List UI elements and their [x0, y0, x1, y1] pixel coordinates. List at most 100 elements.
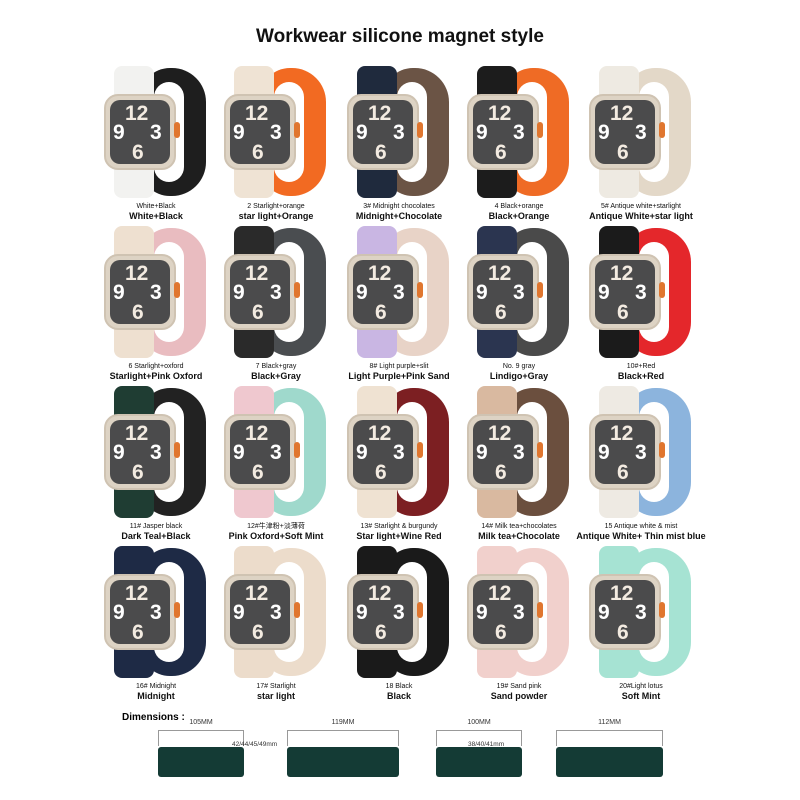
watch-crown [417, 122, 423, 138]
label-subtitle: 15 Antique white & mist [604, 523, 678, 530]
numeral: 6 [617, 141, 629, 164]
watch-image: 12 9 3 6 [220, 222, 332, 360]
label-subtitle: 11# Jasper black [129, 523, 183, 530]
label-subtitle: 5# Antique white+starlight [601, 203, 681, 210]
label-subtitle: 3# Midnight chocolates [363, 203, 435, 210]
numeral: 12 [125, 102, 149, 125]
label-subtitle: No. 9 gray [502, 363, 536, 370]
label-subtitle: 6 Starlight+oxford [128, 363, 184, 370]
numeral: 6 [252, 461, 264, 484]
numeral: 3 [270, 601, 282, 624]
numeral: 3 [513, 121, 525, 144]
product-label: 6 Starlight+oxford Starlight+Pink Oxford [85, 362, 227, 382]
label-title: Light Purple+Pink Sand [348, 371, 450, 381]
ruler-large-a: 105MM [158, 719, 244, 746]
numeral: 9 [476, 281, 488, 304]
product-label: 5# Antique white+starlight Antique White… [570, 202, 712, 222]
size-label-small: 38/40/41mm [468, 741, 505, 748]
numeral: 3 [513, 601, 525, 624]
ruler-label: 100MM [467, 719, 491, 726]
product-label: 7 Black+gray Black+Gray [205, 362, 347, 382]
numeral: 6 [617, 301, 629, 324]
numeral: 12 [125, 422, 149, 445]
product-item: 12 9 3 6 2 Starlight+orange star light+O… [215, 62, 337, 222]
product-label: 3# Midnight chocolates Midnight+Chocolat… [328, 202, 470, 222]
watch-face: 12 9 3 6 [110, 100, 170, 164]
numeral: 12 [245, 582, 269, 605]
product-item: 12 9 3 6 19# Sand pink Sand powder [458, 542, 580, 702]
numeral: 12 [488, 262, 512, 285]
label-subtitle: 18 Black [385, 683, 413, 690]
watch-crown [294, 602, 300, 618]
watch-image: 12 9 3 6 [343, 382, 455, 520]
product-label: 10#+Red Black+Red [570, 362, 712, 382]
label-title: Sand powder [490, 691, 548, 701]
watch-face: 12 9 3 6 [473, 420, 533, 484]
watch-image: 12 9 3 6 [585, 382, 697, 520]
product-item: 12 9 3 6 17# Starlight star light [215, 542, 337, 702]
numeral: 3 [270, 441, 282, 464]
product-item: 12 9 3 6 13# Starlight & burgundy Star l… [338, 382, 460, 542]
product-item: 12 9 3 6 7 Black+gray Black+Gray [215, 222, 337, 382]
watch-face: 12 9 3 6 [595, 260, 655, 324]
numeral: 9 [476, 441, 488, 464]
dimensions-title: Dimensions : [122, 712, 185, 723]
product-label: 13# Starlight & burgundy Star light+Wine… [328, 522, 470, 542]
numeral: 9 [233, 601, 245, 624]
product-item: 12 9 3 6 White+Black White+Black [95, 62, 217, 222]
label-title: Soft Mint [621, 691, 661, 701]
product-item: 12 9 3 6 11# Jasper black Dark Teal+Blac… [95, 382, 217, 542]
numeral: 9 [113, 121, 125, 144]
ruler-label: 112MM [598, 719, 621, 726]
product-item: 12 9 3 6 4 Black+orange Black+Orange [458, 62, 580, 222]
product-label: 19# Sand pink Sand powder [448, 682, 590, 702]
product-label: 2 Starlight+orange star light+Orange [205, 202, 347, 222]
numeral: 12 [368, 262, 392, 285]
numeral: 9 [113, 601, 125, 624]
ruler-label: 119MM [331, 719, 355, 726]
numeral: 6 [252, 141, 264, 164]
label-subtitle: 2 Starlight+orange [247, 203, 305, 210]
watch-face: 12 9 3 6 [595, 580, 655, 644]
watch-crown [659, 122, 665, 138]
watch-image: 12 9 3 6 [100, 542, 212, 680]
numeral: 9 [233, 121, 245, 144]
watch-crown [417, 602, 423, 618]
numeral: 3 [393, 281, 405, 304]
numeral: 12 [245, 102, 269, 125]
watch-face: 12 9 3 6 [230, 100, 290, 164]
numeral: 3 [635, 441, 647, 464]
label-subtitle: 8# Light purple+slit [369, 363, 429, 370]
label-subtitle: White+Black [136, 203, 176, 210]
product-item: 12 9 3 6 12#牛津粉+淡薄荷 Pink Oxford+Soft Min… [215, 382, 337, 542]
label-title: Lindigo+Gray [489, 371, 549, 381]
watch-crown [174, 442, 180, 458]
numeral: 3 [513, 441, 525, 464]
watch-crown [659, 282, 665, 298]
band-segment [287, 747, 399, 777]
numeral: 9 [113, 281, 125, 304]
label-title: Black+Orange [488, 211, 550, 221]
numeral: 9 [598, 601, 610, 624]
label-subtitle: 4 Black+orange [494, 203, 544, 210]
label-title: Midnight [137, 691, 175, 701]
label-title: Black+Red [617, 371, 665, 381]
watch-image: 12 9 3 6 [585, 222, 697, 360]
product-item: 12 9 3 6 10#+Red Black+Red [580, 222, 702, 382]
watch-face: 12 9 3 6 [473, 100, 533, 164]
product-item: 12 9 3 6 3# Midnight chocolates Midnight… [338, 62, 460, 222]
numeral: 9 [476, 601, 488, 624]
numeral: 12 [368, 582, 392, 605]
ruler-label: 105MM [189, 719, 213, 726]
watch-image: 12 9 3 6 [463, 382, 575, 520]
watch-image: 12 9 3 6 [463, 542, 575, 680]
label-title: Antique White+star light [589, 211, 693, 221]
numeral: 12 [610, 102, 634, 125]
numeral: 6 [252, 301, 264, 324]
numeral: 9 [476, 121, 488, 144]
product-label: 20#Light lotus Soft Mint [570, 682, 712, 702]
numeral: 9 [356, 441, 368, 464]
label-title: Pink Oxford+Soft Mint [228, 531, 324, 541]
watch-face: 12 9 3 6 [230, 580, 290, 644]
label-subtitle: 16# Midnight [135, 683, 177, 690]
